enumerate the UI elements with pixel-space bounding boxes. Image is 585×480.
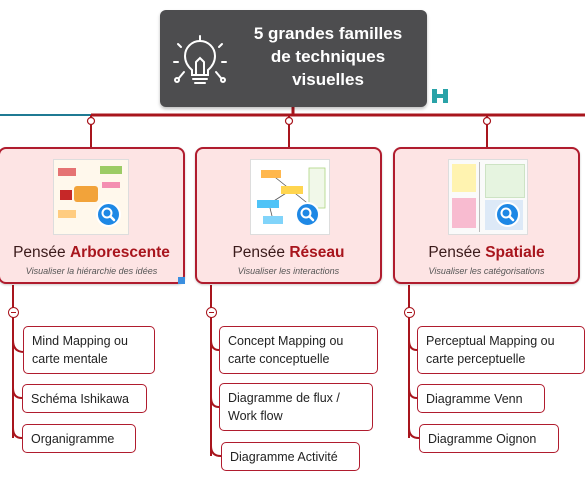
resize-handle[interactable] (178, 277, 185, 284)
root-title: 5 grandes familles de techniques visuell… (253, 24, 403, 89)
category-node-reseau[interactable]: Pensée Réseau Visualiser les interaction… (195, 147, 382, 284)
root-node[interactable]: 5 grandes familles de techniques visuell… (160, 10, 427, 107)
category-subtitle: Visualiser les interactions (237, 266, 340, 276)
list-item[interactable]: Diagramme de flux / Work flow (219, 383, 373, 431)
category-subtitle: Visualiser les catégorisations (428, 266, 545, 276)
category-subtitle: Visualiser la hiérarchie des idées (25, 266, 158, 276)
list-item[interactable]: Perceptual Mapping ou carte perceptuelle (417, 326, 585, 374)
list-item[interactable]: Diagramme Venn (417, 384, 545, 413)
category-title: Pensée Réseau (232, 244, 345, 261)
list-item[interactable]: Concept Mapping ou carte conceptuelle (219, 326, 378, 374)
lightbulb-icon (173, 35, 227, 84)
list-item[interactable]: Schéma Ishikawa (22, 384, 147, 413)
collapse-toggle-icon[interactable] (206, 307, 217, 318)
list-item[interactable]: Diagramme Activité (221, 442, 360, 471)
category-title: Pensée Arborescente (13, 244, 170, 261)
magnifier-icon[interactable] (495, 202, 520, 227)
list-item[interactable]: Organigramme (22, 424, 136, 453)
magnifier-icon[interactable] (295, 202, 320, 227)
magnifier-icon[interactable] (96, 202, 121, 227)
list-item[interactable]: Mind Mapping ou carte mentale (23, 326, 155, 374)
category-title: Pensée Spatiale (428, 244, 545, 261)
category-node-arborescente[interactable]: Pensée Arborescente Visualiser la hiérar… (0, 147, 185, 284)
category-node-spatiale[interactable]: Pensée Spatiale Visualiser les catégoris… (393, 147, 580, 284)
collapse-toggle-icon[interactable] (8, 307, 19, 318)
thumbnail-concept-map (250, 159, 330, 235)
list-item[interactable]: Diagramme Oignon (419, 424, 559, 453)
app-logo-icon (432, 89, 448, 103)
collapse-toggle-icon[interactable] (404, 307, 415, 318)
